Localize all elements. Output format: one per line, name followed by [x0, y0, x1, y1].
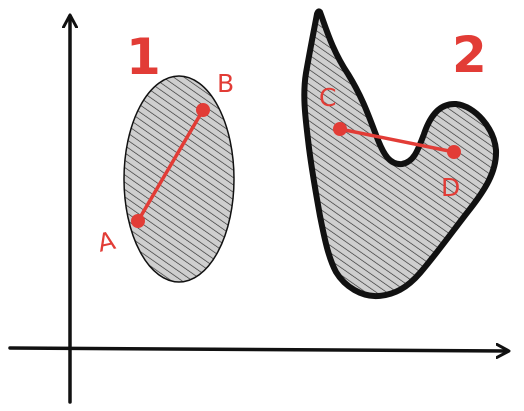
- point-d-label: D: [441, 173, 460, 202]
- point-d-dot: [447, 145, 461, 159]
- segment-c-d: [338, 127, 456, 154]
- point-b-label: B: [217, 69, 234, 98]
- region-1-number: 1: [126, 28, 161, 86]
- point-c-dot: [333, 122, 347, 136]
- point-a-label: A: [95, 226, 118, 258]
- segment-a-b: [136, 108, 205, 223]
- point-a-dot: [131, 214, 145, 228]
- region-2-number: 2: [452, 26, 487, 84]
- region-1-ellipse: [123, 75, 235, 283]
- point-b-dot: [196, 103, 210, 117]
- x-axis: [8, 348, 508, 351]
- region-2-blob: [301, 8, 500, 300]
- point-c-label: C: [319, 83, 336, 112]
